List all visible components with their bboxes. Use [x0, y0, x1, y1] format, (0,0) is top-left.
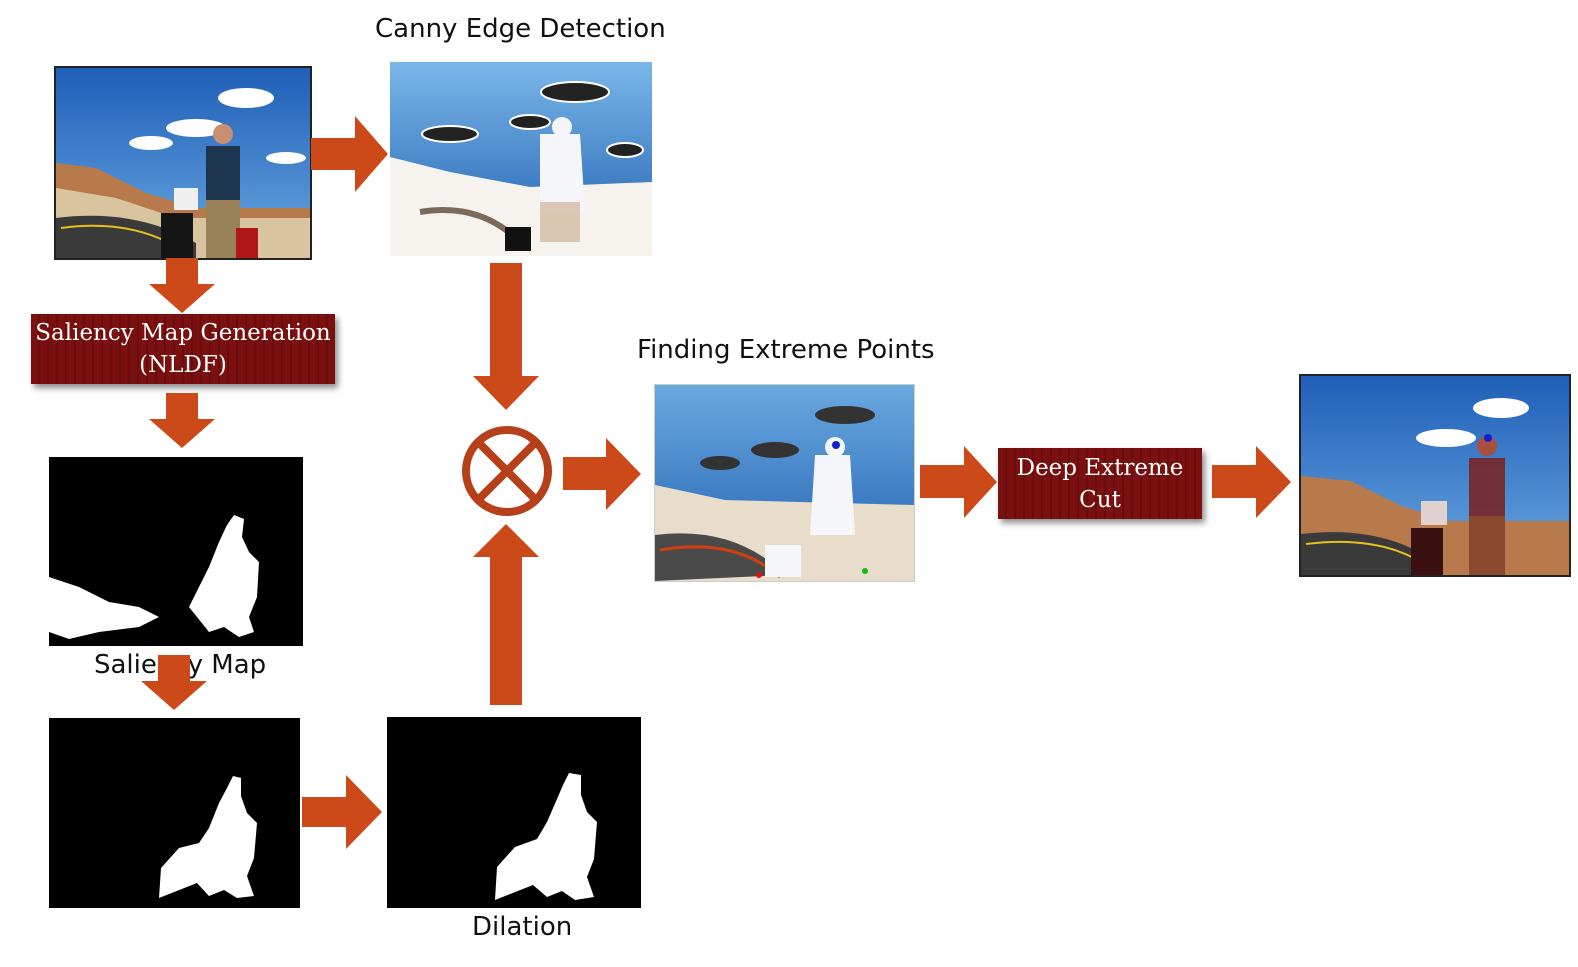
processed-mask-image	[49, 718, 300, 908]
canny-label: Canny Edge Detection	[375, 14, 666, 44]
saliency-map-image	[49, 457, 303, 646]
deep-extreme-cut-box: Deep Extreme Cut	[998, 448, 1202, 519]
circled-times-icon	[462, 426, 552, 516]
arrow-dilation-to-operator	[473, 524, 539, 705]
deep-extreme-cut-line2: Cut	[1079, 486, 1121, 513]
input-photo	[54, 66, 312, 260]
saliency-generation-line1: Saliency Map Generation	[35, 320, 331, 346]
canny-edge-image	[390, 62, 652, 256]
saliency-map-label: Saliency Map	[94, 650, 267, 680]
arrow-canny-to-operator	[473, 263, 539, 410]
dilation-image	[387, 717, 641, 908]
saliency-generation-line2: (NLDF)	[139, 352, 227, 378]
arrow-operator-to-extreme	[563, 438, 641, 510]
extreme-points-image	[654, 384, 915, 582]
arrow-input-to-saliency-generation	[149, 258, 215, 313]
arrow-mask-to-dilation	[302, 775, 382, 849]
dilation-label: Dilation	[472, 912, 573, 942]
arrow-generation-to-map	[149, 393, 215, 448]
output-image	[1299, 374, 1571, 577]
deep-extreme-cut-line1: Deep Extreme	[1016, 454, 1184, 481]
arrow-dec-to-output	[1212, 446, 1291, 518]
extreme-points-label: Finding Extreme Points	[637, 335, 935, 365]
saliency-generation-box: Saliency Map Generation (NLDF)	[31, 314, 335, 384]
arrow-extreme-to-dec	[920, 446, 997, 518]
arrow-input-to-canny	[311, 116, 388, 192]
